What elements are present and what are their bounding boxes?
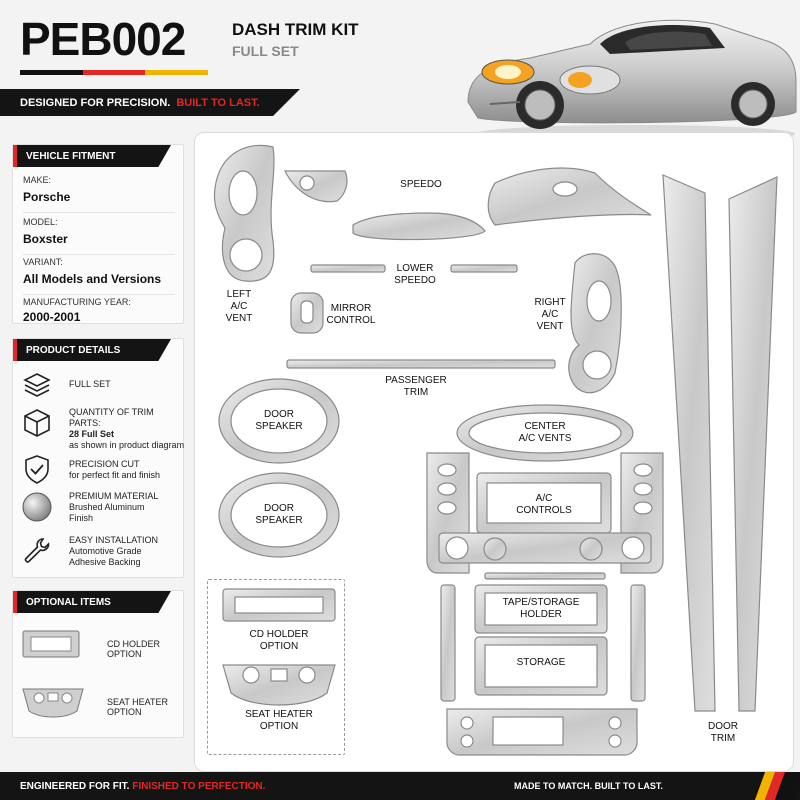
label-tape-storage: TAPE/STORAGE HOLDER [502,597,580,620]
box-icon [24,409,50,437]
seat-heater-option-label: SEAT HEATER OPTION [107,697,169,717]
detail-line: as shown in product diagram [69,440,185,450]
label-speedo: SPEEDO [400,179,442,190]
cd-holder-thumbnail [22,630,80,658]
detail-installation: EASY INSTALLATION Automotive Grade Adhes… [21,535,183,575]
detail-line: 28 Full Set [69,429,115,439]
optional-header: OPTIONAL ITEMS [13,591,171,613]
optional-items-panel: OPTIONAL ITEMS CD HOLDER OPTION SEAT HEA… [12,590,184,738]
tagline-built: BUILT TO LAST. [176,97,260,109]
detail-line: Automotive Grade [69,546,142,556]
detail-line: QUANTITY OF TRIM PARTS: [69,407,154,428]
tagline-precision: DESIGNED FOR PRECISION. [20,97,171,109]
speedo-right-part [487,167,652,226]
aluminum-disc-icon [22,492,52,522]
fitment-year-label: MANUFACTURING YEAR: [23,297,131,307]
right-vertical-strip-part [630,584,646,702]
detail-line: PRECISION CUT [69,459,140,469]
label-door-speaker-2: DOOR SPEAKER [255,503,303,526]
footer-stripes [754,772,800,800]
fitment-make: MAKE: Porsche [23,175,175,213]
product-sku: PEB002 [20,13,186,65]
lower-speedo-left-part [310,264,386,273]
seat-heater-thumbnail [22,688,84,718]
flag-stripe [20,70,209,75]
label-cd-holder: CD HOLDER OPTION [249,629,309,652]
cd-holder-option-label: CD HOLDER OPTION [107,639,161,659]
label-ac-controls: A/C CONTROLS [516,493,572,516]
kit-subtitle: FULL SET [232,43,299,59]
fitment-variant-label: VARIANT: [23,257,63,267]
detail-full-set: FULL SET [21,369,183,409]
left-vertical-strip-part [440,584,456,702]
label-door-speaker-1: DOOR SPEAKER [255,409,303,432]
detail-material-text: PREMIUM MATERIAL Brushed Aluminum Finish [69,491,185,524]
label-lower-speedo: LOWER SPEEDO [394,263,436,286]
door-trim-right-part [728,176,778,712]
shield-check-icon [25,455,49,484]
fitment-model-label: MODEL: [23,217,58,227]
label-door-trim: DOOR TRIM [708,721,738,744]
detail-line: Finish [69,513,94,523]
label-right-vent: RIGHT A/C VENT [534,297,566,332]
label-left-vent: LEFT A/C VENT [225,289,253,324]
trim-parts-drawing [213,144,778,756]
tagline-banner: DESIGNED FOR PRECISION. BUILT TO LAST. [0,89,300,116]
footer-bar: ENGINEERED FOR FIT. FINISHED TO PERFECTI… [0,772,800,800]
detail-installation-text: EASY INSTALLATION Automotive Grade Adhes… [69,535,185,568]
fitment-year-value: 2000-2001 [23,310,81,324]
fitment-header: VEHICLE FITMENT [13,145,171,167]
detail-precision: PRECISION CUT for perfect fit and finish [21,453,183,493]
footer-right-text: MADE TO MATCH. BUILT TO LAST. [514,781,663,791]
label-mirror-control: MIRROR CONTROL [326,303,376,326]
fitment-make-value: Porsche [23,190,71,204]
fitment-model-value: Boxster [23,232,68,246]
label-storage: STORAGE [516,657,566,668]
detail-line: EASY INSTALLATION [69,535,159,545]
door-trim-left-part [662,174,716,712]
detail-line: Adhesive Backing [69,557,141,567]
wrench-icon [24,538,50,563]
label-center-vents: CENTER A/C VENTS [518,421,572,444]
fitment-variant: VARIANT: All Models and Versions [23,257,175,295]
detail-line: for perfect fit and finish [69,470,161,480]
ac-knob-strip-part [438,532,652,564]
vehicle-fitment-panel: VEHICLE FITMENT MAKE: Porsche MODEL: Box… [12,144,184,324]
optional-seat-heater: SEAT HEATER OPTION [21,685,186,725]
center-strip-part [484,572,606,580]
label-seat-heater: SEAT HEATER OPTION [245,709,313,732]
details-header: PRODUCT DETAILS [13,339,171,361]
fitment-year: MANUFACTURING YEAR: 2000-2001 [23,297,175,324]
detail-precision-text: PRECISION CUT for perfect fit and finish [69,459,185,481]
footer-left-text: ENGINEERED FOR FIT. FINISHED TO PERFECTI… [20,781,265,792]
optional-parts-box [207,579,345,755]
speedo-left-part [284,170,348,203]
label-passenger-trim: PASSENGER TRIM [385,375,447,398]
detail-quantity: QUANTITY OF TRIM PARTS: 28 Full Set as s… [21,407,184,450]
detail-quantity-text: QUANTITY OF TRIM PARTS: 28 Full Set as s… [69,407,185,451]
fitment-make-label: MAKE: [23,175,52,185]
detail-line: PREMIUM MATERIAL [69,491,159,501]
car-image [467,19,797,143]
footer-engineered: ENGINEERED FOR FIT. [20,781,130,792]
optional-cd-holder: CD HOLDER OPTION [21,627,186,667]
product-details-panel: PRODUCT DETAILS FULL SET QUANTITY OF TRI… [12,338,184,578]
passenger-trim-part [286,359,556,369]
lower-speedo-right-part [450,264,518,273]
fitment-variant-value: All Models and Versions [23,272,162,286]
speedo-bottom-part [352,212,486,241]
trim-parts-diagram: SPEEDO LOWER SPEEDO LEFT A/C VENT MIRROR… [194,132,794,772]
detail-material: PREMIUM MATERIAL Brushed Aluminum Finish [21,491,183,531]
footer-finished: FINISHED TO PERFECTION. [132,781,266,792]
layers-icon [23,373,51,397]
detail-full-set-text: FULL SET [69,379,185,390]
fitment-model: MODEL: Boxster [23,217,175,255]
kit-title: DASH TRIM KIT [232,20,359,39]
detail-line: FULL SET [69,379,111,389]
detail-line: Brushed Aluminum [69,502,145,512]
